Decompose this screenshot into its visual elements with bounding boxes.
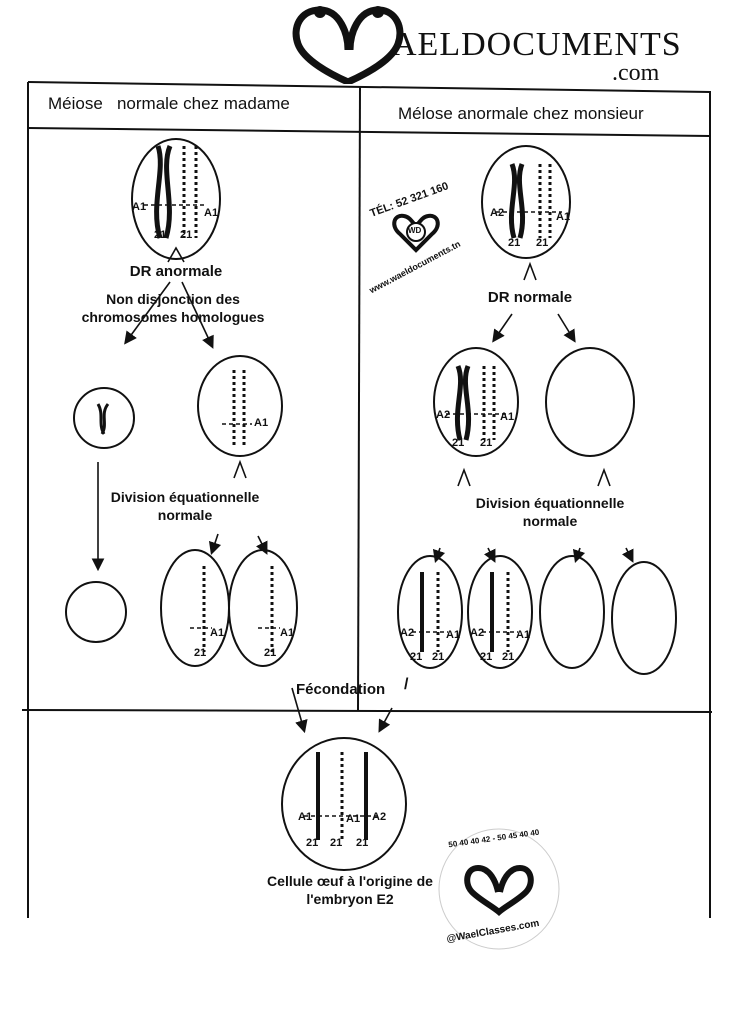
header-monsieur: Mélose anormale chez monsieur (398, 104, 644, 123)
chromosome-label: 21 (356, 837, 368, 849)
chromosome-label: 21 (536, 237, 548, 249)
chromosome-label: 21 (306, 837, 318, 849)
allele-label: A1 (516, 629, 530, 641)
allele-label: A1 (446, 629, 460, 641)
chromosome-label: 21 (480, 437, 492, 449)
monsieur-drawn-connectors (432, 261, 634, 564)
logo-domain: .com (612, 60, 660, 86)
allele-label: A2 (372, 811, 386, 823)
chromosome-label: 21 (264, 647, 276, 659)
caption-line: Cellule œuf à l'origine de (267, 873, 433, 889)
allele-label: A1 (556, 211, 570, 223)
logo-name: AELDOCUMENTS (392, 26, 682, 63)
allele-label: A2 (436, 409, 450, 421)
chromosome-label: 21 (180, 229, 192, 241)
chromosome-label: 21 (480, 651, 492, 663)
division-line: Division équationnelle (110, 489, 260, 505)
stethoscope-heart-icon (292, 6, 404, 84)
allele-label: A1 (210, 627, 224, 639)
madame-mother-cell (131, 138, 221, 260)
allele-label: A1 (500, 411, 514, 423)
chromosome-label: 21 (194, 647, 206, 659)
allele-label: A1 (204, 207, 218, 219)
allele-label: A1 (346, 813, 360, 825)
madame-division-label: Division équationnelle normale (70, 488, 300, 524)
madame-empty-gamete (73, 387, 135, 449)
madame-final-gametes (65, 549, 298, 667)
allele-label: A1 (298, 811, 312, 823)
madame-disomic-cell (197, 355, 283, 457)
stamp-waeldocuments: WD TÉL: 52 321 160 www.waeldocuments.tn (364, 180, 470, 295)
allele-label: A1 (132, 201, 146, 213)
chromosome-label: 21 (410, 651, 422, 663)
chromosome-label: 21 (502, 651, 514, 663)
chromosome-label: 21 (330, 837, 342, 849)
monsieur-final-gametes (397, 555, 677, 675)
monsieur-secondary-cells (433, 347, 635, 457)
division-line: Division équationnelle (475, 495, 625, 511)
division-line: normale (157, 507, 213, 523)
allele-label: A2 (470, 627, 484, 639)
monsieur-dr-label: DR normale (487, 289, 573, 306)
zygote-cell (281, 737, 407, 871)
allele-label: A2 (490, 207, 504, 219)
allele-label: A1 (280, 627, 294, 639)
fecondation-arrows (291, 687, 393, 734)
madame-nondisjunction-label: Non disjonction des chromosomes homologu… (48, 290, 298, 326)
chromosome-label: 21 (432, 651, 444, 663)
chromosome-label: 21 (154, 229, 166, 241)
fecondation-label: Fécondation (296, 681, 386, 698)
caption-line: l'embryon E2 (306, 891, 394, 907)
monsieur-division-label: Division équationnelle normale (430, 494, 670, 530)
allele-label: A1 (254, 417, 268, 429)
chromosome-label: 21 (508, 237, 520, 249)
chromosome-label: 21 (452, 437, 464, 449)
header-madame: Méiose normale chez madame (48, 94, 290, 113)
stamp-waelclasses: 50 40 40 42 - 50 45 40 40 @WaelClasses.c… (436, 826, 562, 952)
madame-dr-label: DR anormale (129, 263, 223, 280)
division-line: normale (522, 513, 578, 529)
slash-mark: / (404, 676, 409, 693)
nondisjunction-line: Non disjonction des (106, 291, 240, 307)
zygote-caption: Cellule œuf à l'origine de l'embryon E2 (240, 872, 460, 908)
table-frame (21, 81, 713, 918)
monsieur-mother-cell (481, 145, 571, 259)
madame-drawn-connectors (91, 246, 268, 572)
nondisjunction-line: chromosomes homologues (81, 309, 265, 325)
logo: AELDOCUMENTS .com (290, 4, 700, 86)
stamp-heart-icon (392, 213, 440, 253)
stamp-mono: WD (408, 226, 422, 235)
stamp-stethoscope-icon (438, 828, 560, 950)
allele-label: A2 (400, 627, 414, 639)
